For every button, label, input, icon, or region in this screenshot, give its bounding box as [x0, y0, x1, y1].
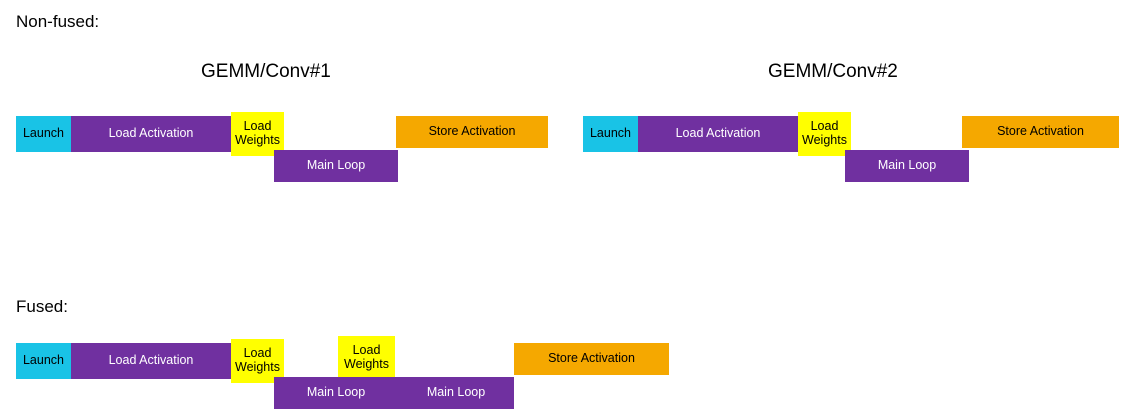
nonfused1-launch-block: Launch — [16, 116, 71, 152]
fused-main-loop-block-2: Main Loop — [398, 377, 514, 409]
nonfused2-launch-block: Launch — [583, 116, 638, 152]
fused-section-label: Fused: — [16, 297, 68, 316]
nonfused1-store-activation-block: Store Activation — [396, 116, 548, 148]
fused-main-loop-block-1: Main Loop — [274, 377, 398, 409]
nonfused2-load-activation-block: Load Activation — [638, 116, 798, 152]
nonfused2-load-weights-block: Load Weights — [798, 112, 851, 156]
fused-load-activation-block: Load Activation — [71, 343, 231, 379]
non-fused-section-label: Non-fused: — [16, 12, 100, 31]
nonfused1-main-loop-block: Main Loop — [274, 150, 398, 182]
fused-load-weights-block-1: Load Weights — [231, 339, 284, 383]
nonfused1-load-weights-block: Load Weights — [231, 112, 284, 156]
fused-load-weights-block-2: Load Weights — [338, 336, 395, 380]
nonfused2-main-loop-block: Main Loop — [845, 150, 969, 182]
gemm-conv-1-title: GEMM/Conv#1 — [201, 61, 331, 82]
fused-launch-block: Launch — [16, 343, 71, 379]
nonfused1-load-activation-block: Load Activation — [71, 116, 231, 152]
fused-store-activation-block: Store Activation — [514, 343, 669, 375]
nonfused2-store-activation-block: Store Activation — [962, 116, 1119, 148]
gemm-conv-2-title: GEMM/Conv#2 — [768, 61, 898, 82]
